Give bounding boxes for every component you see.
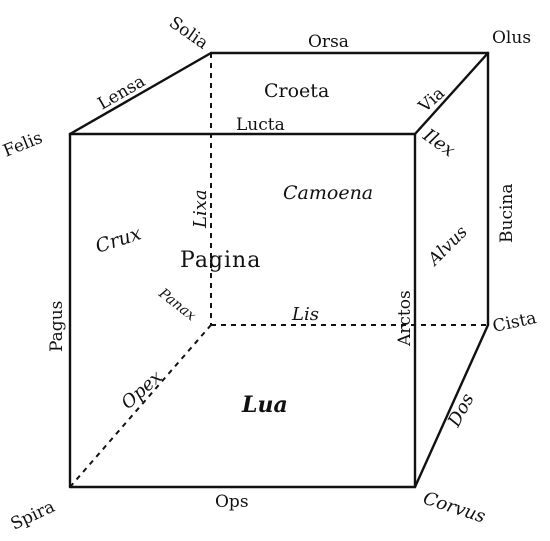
vertex-olus: Olus [492,28,531,48]
edge-top-left [68,51,213,136]
edge-label-ops: Ops [215,492,249,512]
vertex-solia: Solia [165,13,212,54]
vertex-ilex: Ilex [418,124,458,161]
face-label-lua: Lua [241,392,288,418]
edge-label-panax: Panax [155,285,199,324]
edge-label-opex: Opex [117,367,166,414]
face-label-crux: Crux [93,222,144,257]
vertex-felis: Felis [0,128,45,162]
face-label-camoena: Camoena [283,182,373,204]
vertex-cista: Cista [491,308,538,337]
face-label-pagina: Pagina [180,248,261,273]
edge-label-orsa: Orsa [308,32,349,52]
edge-hidden-bottom-left [69,324,212,488]
vertex-spira: Spira [8,497,58,535]
edge-bottom-right [413,323,490,489]
edge-label-via: Via [414,83,449,117]
edge-label-dos: Dos [443,390,478,431]
edge-label-lixa: Lixa [190,189,211,229]
edge-label-arctos: Arctos [395,290,415,347]
edge-label-lensa: Lensa [95,71,149,114]
edge-label-lucta: Lucta [236,115,285,135]
face-label-croeta: Croeta [264,80,329,102]
face-label-alvus: Alvus [423,222,472,271]
edge-label-bucina: Bucina [497,184,517,243]
edge-label-lis: Lis [291,304,319,325]
edge-label-pagus: Pagus [47,301,67,352]
edge-top-right [413,51,490,136]
vertex-corvus: Corvus [420,488,488,528]
